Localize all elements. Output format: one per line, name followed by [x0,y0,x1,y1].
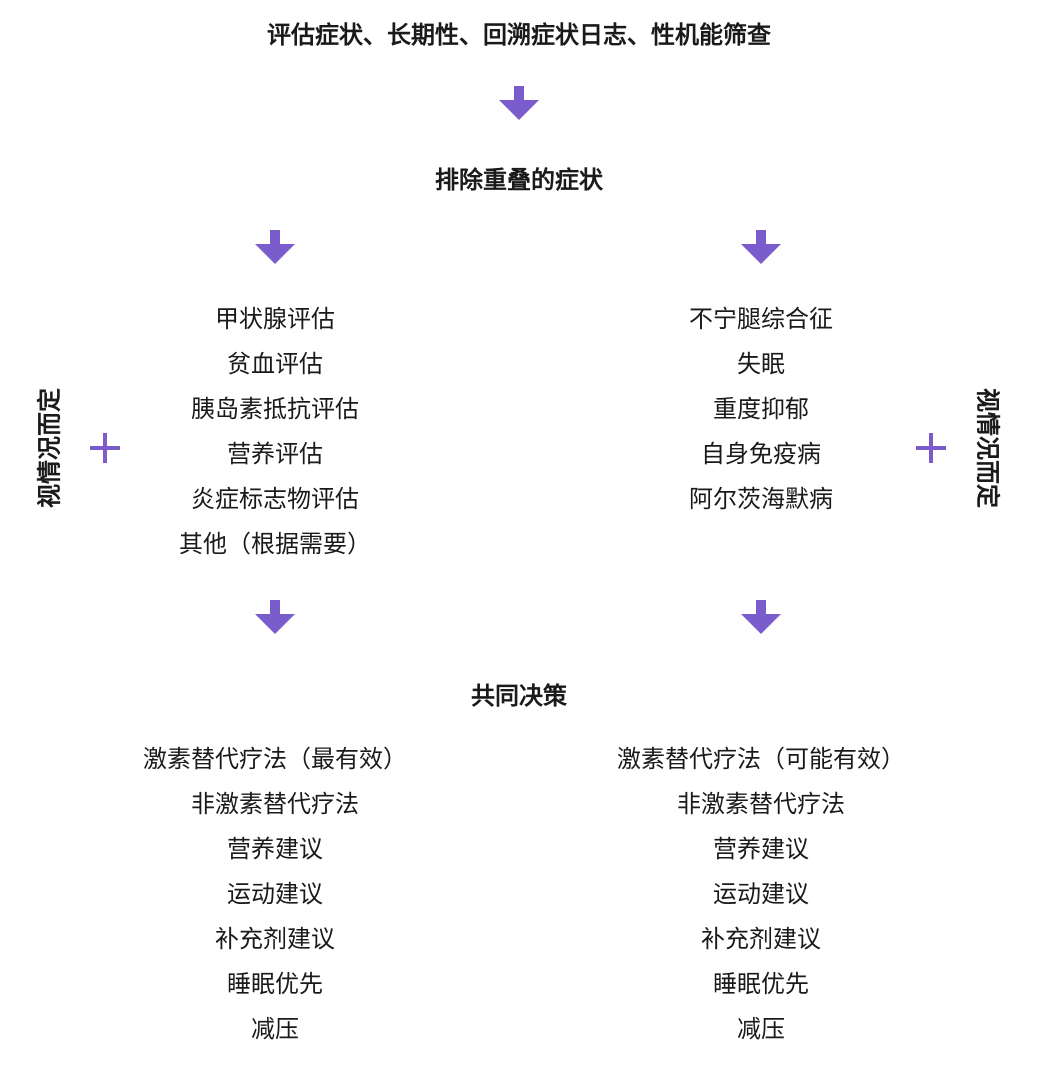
arrow-down-icon [255,230,295,264]
list-item: 补充剂建议 [701,925,821,953]
list-item: 激素替代疗法（可能有效） [617,745,905,773]
list-item: 运动建议 [713,880,809,908]
list-item: 减压 [737,1015,785,1043]
list-item: 其他（根据需要） [179,530,371,558]
list-item: 胰岛素抵抗评估 [191,395,359,423]
step1-title: 评估症状、长期性、回溯症状日志、性机能筛查 [267,21,771,49]
list-item: 激素替代疗法（最有效） [143,745,407,773]
list-item: 炎症标志物评估 [191,485,359,513]
decision-title: 共同决策 [471,682,567,710]
arrow-down-icon [255,600,295,634]
side-label-left: 视情况而定 [35,388,64,508]
list-item: 睡眠优先 [713,970,809,998]
list-item: 重度抑郁 [713,395,809,423]
arrow-down-icon [741,230,781,264]
arrow-down-icon [741,600,781,634]
list-item: 甲状腺评估 [215,305,335,333]
list-item: 阿尔茨海默病 [689,485,833,513]
list-item: 营养评估 [227,440,323,468]
treatments-list-right: 激素替代疗法（可能有效） 非激素替代疗法 营养建议 运动建议 补充剂建议 睡眠优… [617,737,905,1052]
conditions-list: 不宁腿综合征 失眠 重度抑郁 自身免疫病 阿尔茨海默病 [689,297,833,522]
assessments-list: 甲状腺评估 贫血评估 胰岛素抵抗评估 营养评估 炎症标志物评估 其他（根据需要） [179,297,371,567]
list-item: 减压 [251,1015,299,1043]
list-item: 贫血评估 [227,350,323,378]
list-item: 营养建议 [713,835,809,863]
list-item: 非激素替代疗法 [677,790,845,818]
list-item: 自身免疫病 [701,440,821,468]
side-label-right: 视情况而定 [973,388,1002,508]
list-item: 补充剂建议 [215,925,335,953]
plus-icon [916,433,946,463]
list-item: 运动建议 [227,880,323,908]
plus-icon [90,433,120,463]
list-item: 睡眠优先 [227,970,323,998]
list-item: 失眠 [737,350,785,378]
list-item: 非激素替代疗法 [191,790,359,818]
list-item: 营养建议 [227,835,323,863]
treatments-list-left: 激素替代疗法（最有效） 非激素替代疗法 营养建议 运动建议 补充剂建议 睡眠优先… [143,737,407,1052]
arrow-down-icon [499,86,539,120]
step2-title: 排除重叠的症状 [435,166,603,194]
list-item: 不宁腿综合征 [689,305,833,333]
